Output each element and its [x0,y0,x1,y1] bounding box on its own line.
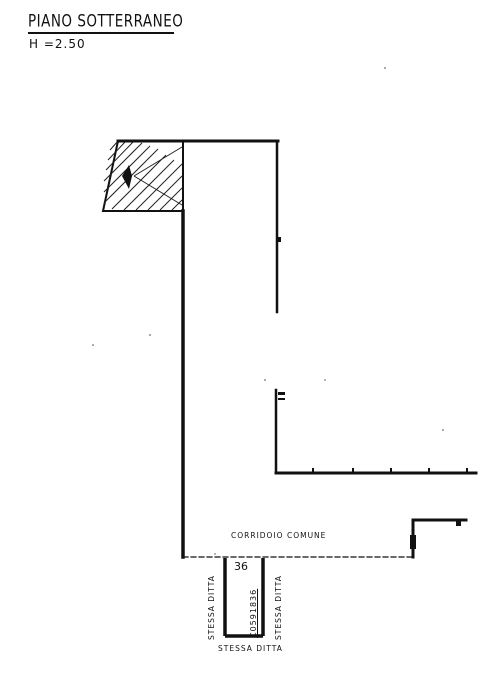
stessa-ditta-right: STESSA DITTA [274,575,283,640]
title-underline [28,32,174,34]
cadastral-code: C0591836 [249,588,258,638]
scan-specks [92,67,444,555]
height-label: H =2.50 [29,37,86,51]
corridor-label: CORRIDOIO COMUNE [231,531,327,540]
stessa-ditta-left: STESSA DITTA [207,575,216,640]
unit-number: 36 [234,560,248,573]
page-title: PIANO SOTTERRANEO [28,11,184,31]
wall-marks [278,237,468,549]
stessa-ditta-bottom: STESSA DITTA [218,644,283,653]
unit-36 [223,558,265,638]
stair-direction-icon [122,165,132,189]
staircase [101,140,184,212]
